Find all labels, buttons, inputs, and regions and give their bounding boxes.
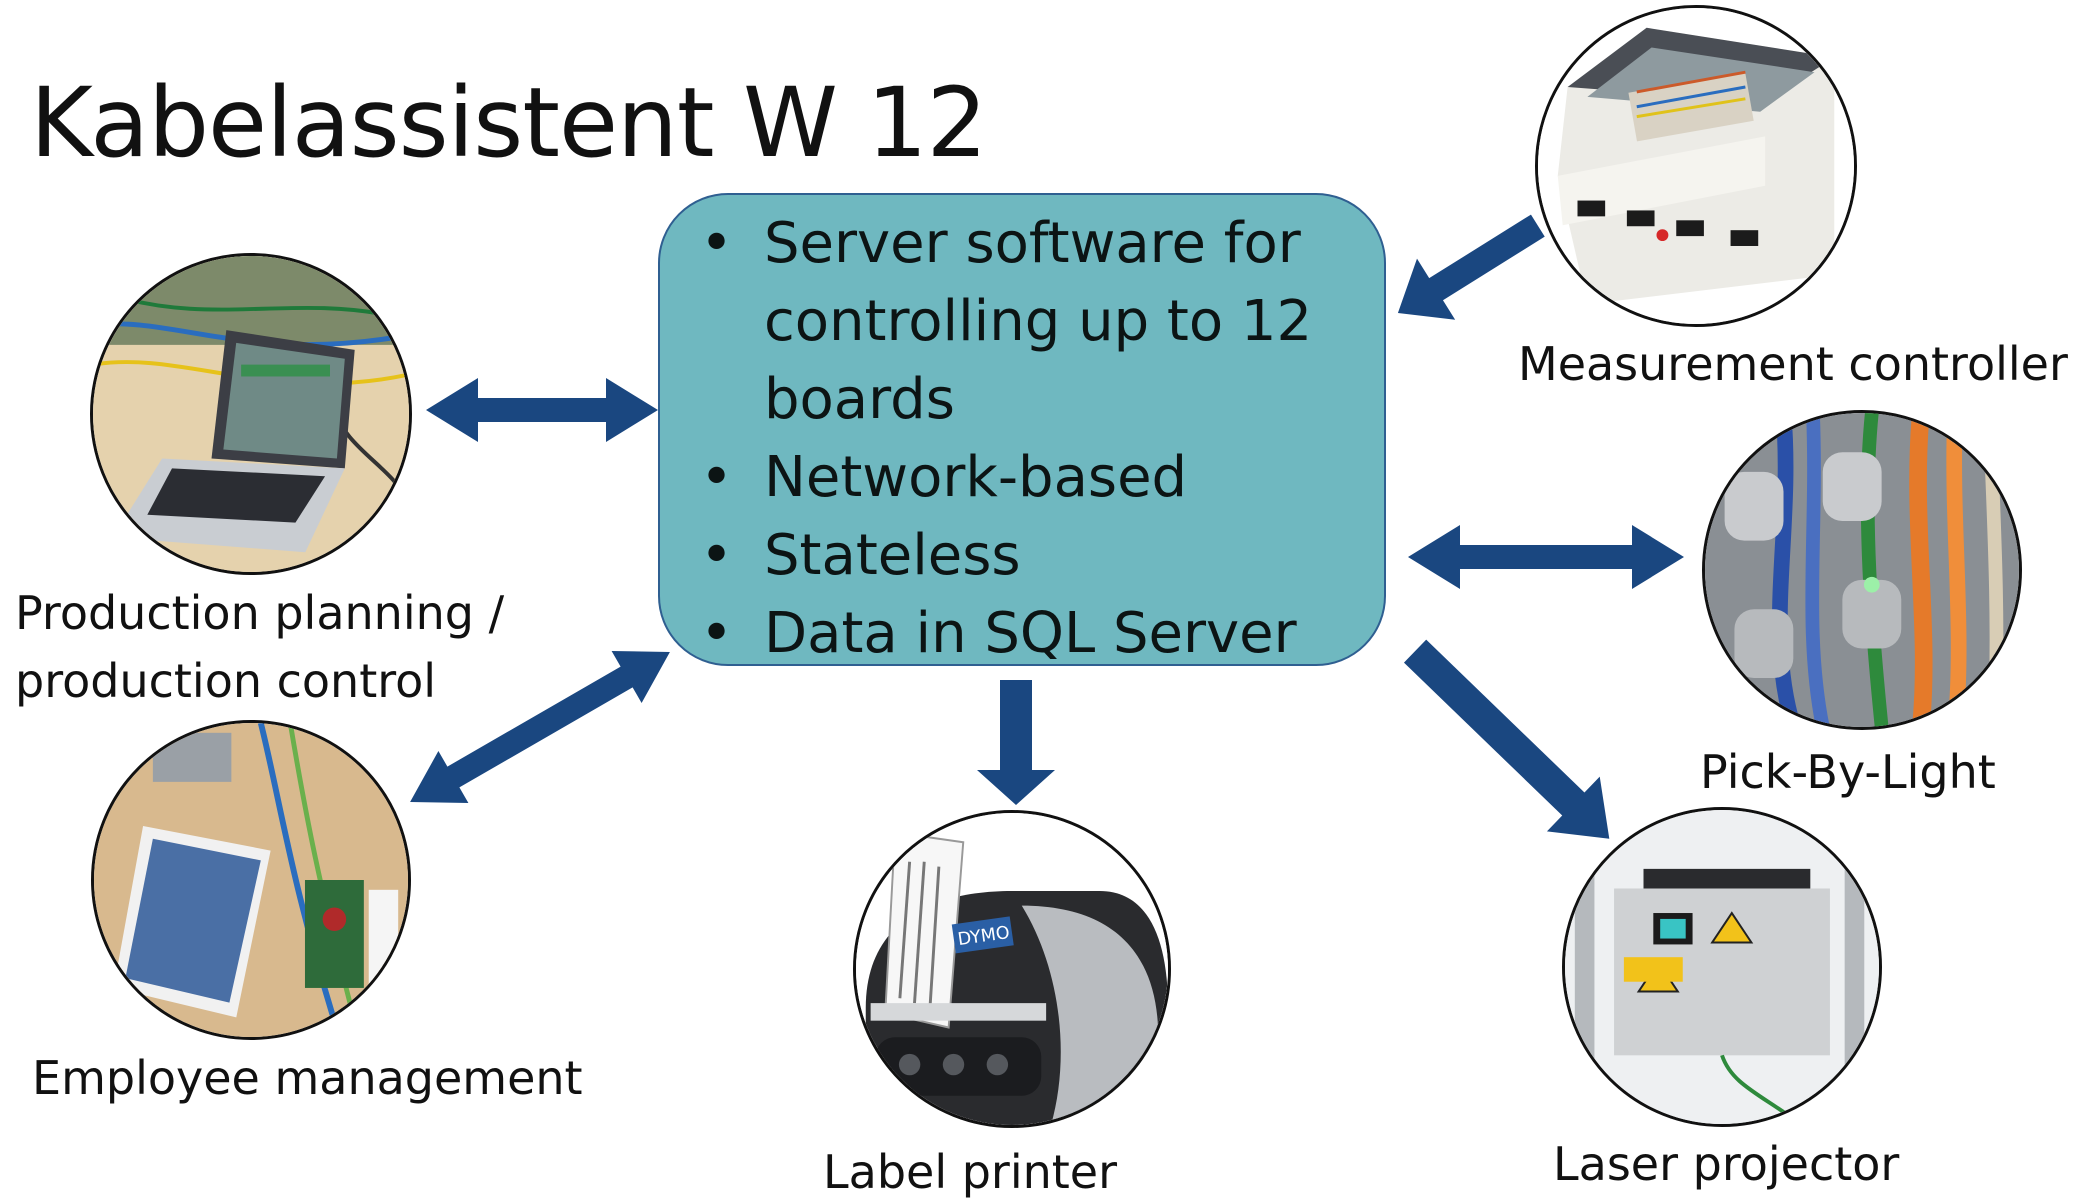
label-printer-photo-icon: DYMO bbox=[856, 813, 1168, 1125]
pick-photo-circle bbox=[1702, 410, 2022, 730]
page-title: Kabelassistent W 12 bbox=[30, 67, 988, 179]
arrow-server-pick bbox=[1408, 525, 1684, 589]
pick-label: Pick-By-Light bbox=[1700, 745, 1996, 799]
bullet-stateless: Stateless bbox=[700, 517, 1380, 595]
measurement-photo-circle bbox=[1535, 5, 1857, 327]
production-label-line1: Production planning / bbox=[15, 586, 505, 640]
employee-photo-circle bbox=[91, 720, 411, 1040]
arrow-server-printer bbox=[977, 680, 1055, 805]
controller-box-photo-icon bbox=[1538, 8, 1854, 324]
production-photo-circle bbox=[90, 253, 412, 575]
arrow-measurement-server bbox=[1397, 214, 1545, 320]
printer-label: Label printer bbox=[823, 1145, 1118, 1199]
employee-label: Employee management bbox=[32, 1051, 583, 1105]
laser-label: Laser projector bbox=[1553, 1137, 1900, 1191]
measurement-label: Measurement controller bbox=[1518, 337, 2068, 391]
arrow-employee-server bbox=[410, 651, 670, 803]
production-label-line2: production control bbox=[15, 654, 437, 708]
pick-by-light-photo-icon bbox=[1705, 413, 2019, 727]
printer-photo-circle: DYMO bbox=[853, 810, 1171, 1128]
bullet-network-based: Network-based bbox=[700, 439, 1380, 517]
bullet-server-software: Server software for controlling up to 12… bbox=[700, 205, 1380, 439]
server-box: Server software for controlling up to 12… bbox=[658, 193, 1386, 673]
arrow-server-laser bbox=[1403, 639, 1610, 839]
laser-projector-photo-icon bbox=[1565, 810, 1879, 1124]
bullet-sql-server: Data in SQL Server bbox=[700, 595, 1380, 673]
arrow-production-server bbox=[426, 378, 658, 442]
server-bullet-list: Server software for controlling up to 12… bbox=[700, 205, 1380, 673]
laptop-photo-icon bbox=[93, 256, 409, 572]
laser-photo-circle bbox=[1562, 807, 1882, 1127]
tablet-photo-icon bbox=[94, 723, 408, 1037]
